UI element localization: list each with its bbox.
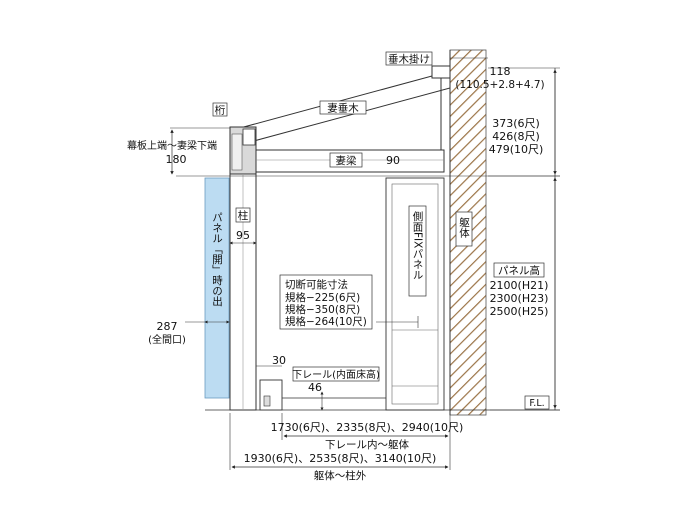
value-wall-to-post: 1930(6尺)、2535(8尺)、3140(10尺)	[244, 452, 437, 465]
label-rail-to-wall: 下レール内～躯体	[325, 438, 409, 451]
label-panel-opening: パネル「開」時の出	[211, 212, 223, 307]
label-roof-to-beam: 幕板上端～妻梁下端	[127, 139, 217, 152]
label-lower-rail: 下レール(内面床高)	[292, 368, 380, 381]
value-hanger: 118	[490, 65, 511, 78]
rafter-hanger	[431, 65, 451, 79]
value-roof-6: 373(6尺)	[492, 117, 540, 130]
label-post: 柱	[238, 209, 249, 222]
value-post: 95	[236, 229, 250, 242]
label-wall: 躯体	[458, 216, 470, 239]
label-panel-height: パネル高	[498, 264, 540, 277]
value-roof-8: 426(8尺)	[492, 130, 540, 143]
value-hanger-breakdown: (110.5+2.8+4.7)	[455, 79, 544, 91]
value-opening: 287	[157, 320, 178, 333]
value-rail-30: 30	[272, 354, 286, 367]
note-opening: (全間口)	[148, 333, 186, 346]
value-cut-10: 規格−264(10尺)	[285, 315, 367, 328]
label-floor-line: F.L.	[529, 398, 544, 409]
value-panel-h3: 2500(H25)	[490, 305, 549, 318]
value-cut-6: 規格−225(6尺)	[285, 291, 360, 304]
lower-rail	[259, 379, 283, 411]
value-panel-h1: 2100(H21)	[490, 279, 549, 292]
label-side-panel: 側面FIXパネル	[412, 210, 424, 280]
value-cut-8: 規格−350(8尺)	[285, 303, 360, 316]
label-gable-beam: 妻梁	[336, 154, 357, 167]
value-roof-to-beam: 180	[166, 153, 187, 166]
label-cuttable: 切断可能寸法	[285, 278, 348, 291]
value-panel-h2: 2300(H23)	[490, 292, 549, 305]
value-gable-beam: 90	[386, 154, 400, 167]
label-beam-top: 桁	[215, 104, 226, 117]
value-roof-10: 479(10尺)	[489, 143, 544, 156]
label-wall-to-post: 躯体～柱外	[314, 469, 367, 482]
value-rail-to-wall: 1730(6尺)、2335(8尺)、2940(10尺)	[271, 421, 464, 434]
value-rail-46: 46	[308, 381, 322, 394]
panel-opening-area	[204, 177, 230, 399]
label-rafter-hanger: 垂木掛け	[388, 53, 430, 66]
label-gable-rafter: 妻垂木	[327, 102, 359, 115]
